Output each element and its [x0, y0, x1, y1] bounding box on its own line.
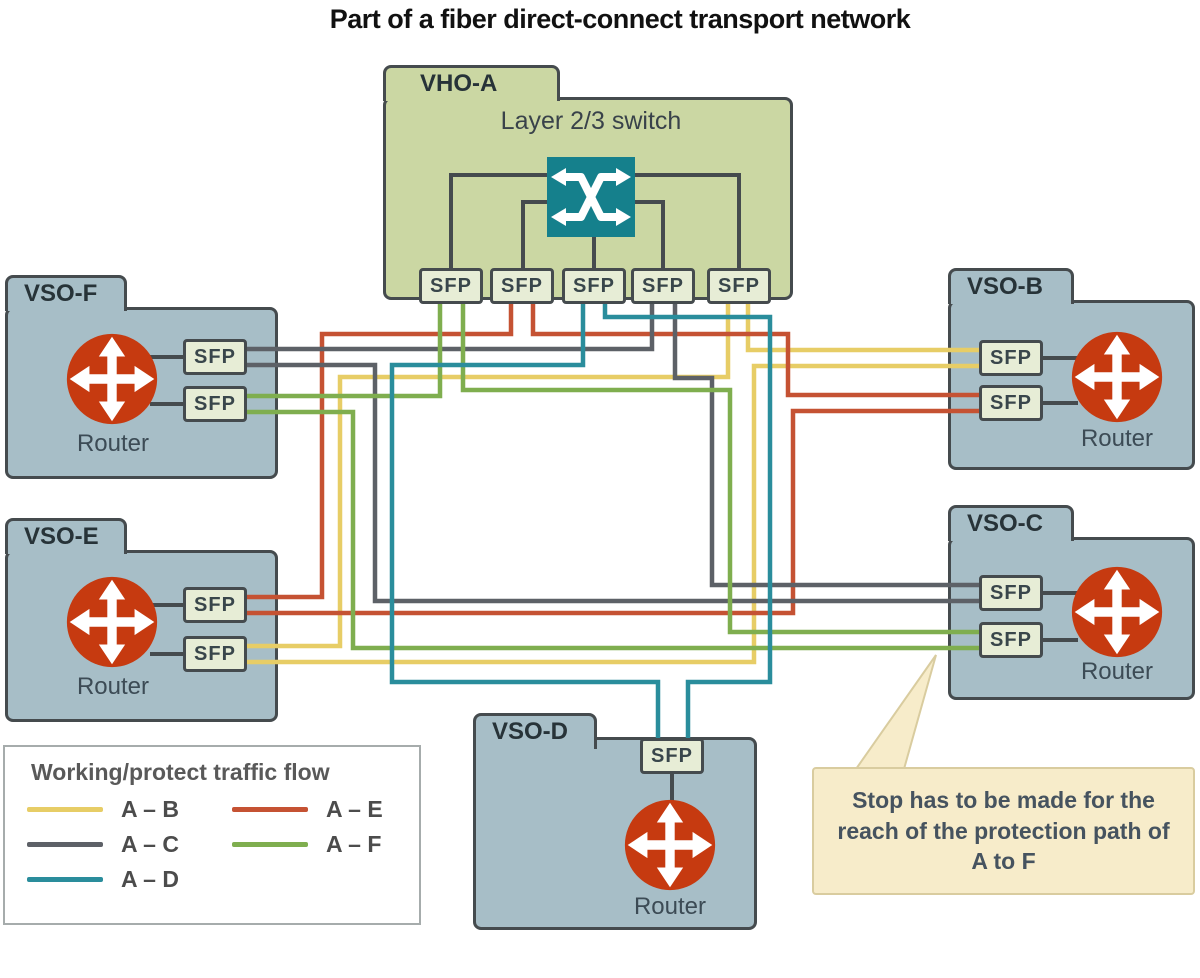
router-label-vso-e: Router — [76, 673, 150, 700]
legend-title: Working/protect traffic flow — [31, 759, 330, 785]
sfp-chip-vho-5: SFP — [707, 268, 771, 304]
legend-swatch-af — [232, 842, 308, 847]
router-label-vso-b: Router — [1080, 425, 1154, 452]
legend: Working/protect traffic flow A – B A – C… — [3, 745, 421, 925]
node-vho-a-label: VHO-A — [420, 70, 498, 97]
sfp-chip-vso-e-1: SFP — [183, 587, 247, 623]
router-label-vso-c: Router — [1080, 658, 1154, 685]
node-vso-d-label: VSO-D — [492, 718, 569, 745]
sfp-chip-vso-b-2: SFP — [979, 385, 1043, 421]
legend-grid: A – B A – C A – D A – E A – F — [27, 792, 419, 897]
crossbar-switch-icon — [547, 157, 635, 237]
flow-ad-working-line — [389, 302, 661, 740]
router-icon-vso-f — [65, 332, 159, 426]
flow-ae-protect-line — [244, 408, 984, 616]
legend-item-ad: A – D — [27, 862, 232, 897]
node-vho-a-tab: VHO-A — [383, 65, 560, 101]
node-vso-e-tab: VSO-E — [5, 518, 127, 554]
legend-swatch-ae — [232, 807, 308, 812]
flow-ae-protect-line — [530, 302, 984, 398]
router-icon-vso-c — [1070, 565, 1164, 659]
sfp-chip-vso-f-1: SFP — [183, 339, 247, 375]
callout-pointer — [854, 654, 937, 770]
router-icon-vso-e — [65, 575, 159, 669]
node-vso-f-label: VSO-F — [24, 280, 98, 307]
legend-item-af: A – F — [232, 827, 412, 862]
router-icon-vso-d — [623, 798, 717, 892]
legend-swatch-ab — [27, 807, 103, 812]
legend-swatch-ac — [27, 842, 103, 847]
flow-ac-protect-line — [244, 362, 984, 604]
router-label-vso-f: Router — [76, 430, 150, 457]
sfp-chip-vso-f-2: SFP — [183, 386, 247, 422]
legend-item-ac: A – C — [27, 827, 232, 862]
sfp-chip-vso-c-1: SFP — [979, 575, 1043, 611]
router-label-vso-d: Router — [633, 893, 707, 920]
node-vso-c-label: VSO-C — [967, 510, 1044, 537]
sfp-chip-vho-4: SFP — [631, 268, 695, 304]
node-vso-b-tab: VSO-B — [948, 268, 1074, 304]
sfp-chip-vho-3: SFP — [562, 268, 626, 304]
flow-ac-protect-line — [244, 302, 655, 352]
sfp-chip-vso-b-1: SFP — [979, 340, 1043, 376]
layer-switch-label: Layer 2/3 switch — [500, 107, 682, 135]
flow-ad-protect-line — [602, 302, 773, 740]
callout-note: Stop has to be made for the reach of the… — [812, 767, 1195, 895]
flow-ab-protect-line — [244, 302, 731, 649]
callout-text: Stop has to be made for the reach of the… — [837, 787, 1170, 875]
page-title: Part of a fiber direct-connect transport… — [329, 4, 911, 34]
flow-ae-working-line — [244, 302, 514, 600]
sfp-chip-vso-c-2: SFP — [979, 622, 1043, 658]
node-vso-d-tab: VSO-D — [473, 713, 597, 749]
legend-swatch-ad — [27, 877, 103, 882]
sfp-chip-vso-d-1: SFP — [640, 738, 704, 774]
legend-item-ae: A – E — [232, 792, 412, 827]
sfp-chip-vho-2: SFP — [490, 268, 554, 304]
sfp-chip-vso-e-2: SFP — [183, 636, 247, 672]
legend-item-ab: A – B — [27, 792, 232, 827]
node-vso-c-tab: VSO-C — [948, 505, 1074, 541]
flow-af-protect-line — [244, 409, 984, 651]
router-icon-vso-b — [1070, 330, 1164, 424]
node-vso-b-label: VSO-B — [967, 273, 1044, 300]
node-vso-f-tab: VSO-F — [5, 275, 127, 311]
flow-af-protect-line — [460, 302, 984, 635]
sfp-chip-vho-1: SFP — [419, 268, 483, 304]
node-vso-e-label: VSO-E — [24, 523, 99, 550]
flow-ac-working-line — [672, 302, 984, 588]
flow-ab-protect-line — [244, 363, 984, 665]
